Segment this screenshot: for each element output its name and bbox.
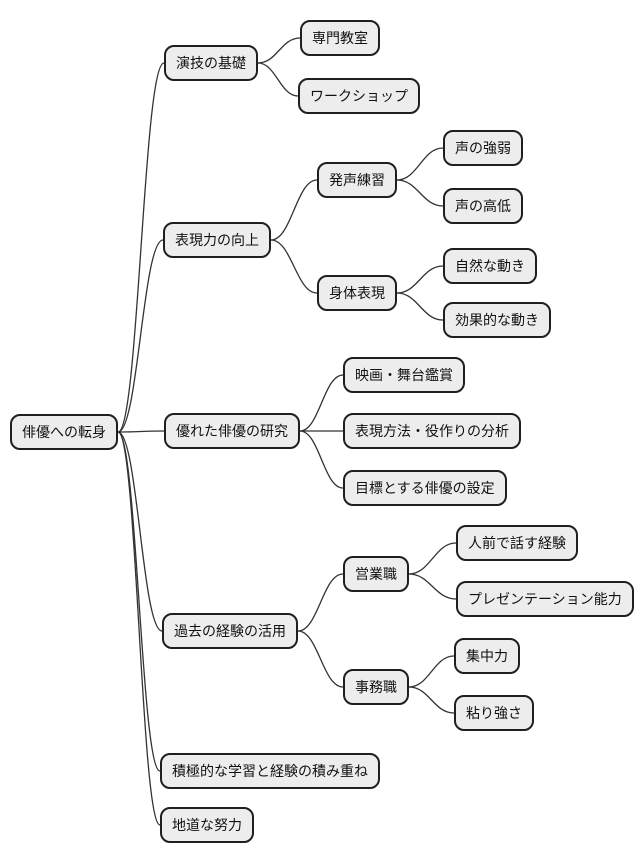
node-natural-movement[interactable]: 自然な動き bbox=[443, 248, 537, 284]
node-study-great-actors[interactable]: 優れた俳優の研究 bbox=[164, 413, 300, 449]
node-voice-dynamics[interactable]: 声の強弱 bbox=[443, 130, 523, 166]
node-target-actor-setting[interactable]: 目標とする俳優の設定 bbox=[343, 470, 507, 506]
node-expression-role-analysis[interactable]: 表現方法・役作りの分析 bbox=[343, 413, 521, 449]
node-voice-pitch[interactable]: 声の高低 bbox=[443, 188, 523, 224]
node-sales-job[interactable]: 営業職 bbox=[343, 556, 409, 592]
node-leverage-past-experience[interactable]: 過去の経験の活用 bbox=[162, 613, 298, 649]
node-physical-expression[interactable]: 身体表現 bbox=[317, 275, 397, 311]
node-active-learning-accumulation[interactable]: 積極的な学習と経験の積み重ね bbox=[160, 753, 380, 789]
node-public-speaking-experience[interactable]: 人前で話す経験 bbox=[456, 525, 578, 561]
node-film-stage-viewing[interactable]: 映画・舞台鑑賞 bbox=[343, 357, 465, 393]
node-vocal-practice[interactable]: 発声練習 bbox=[317, 162, 397, 198]
node-workshop[interactable]: ワークショップ bbox=[298, 78, 420, 114]
node-concentration[interactable]: 集中力 bbox=[454, 638, 520, 674]
node-persistence[interactable]: 粘り強さ bbox=[454, 695, 534, 731]
node-career-change-to-actor[interactable]: 俳優への転身 bbox=[10, 414, 118, 450]
node-presentation-skill[interactable]: プレゼンテーション能力 bbox=[456, 581, 634, 617]
node-steady-effort[interactable]: 地道な努力 bbox=[160, 807, 254, 843]
node-acting-basics[interactable]: 演技の基礎 bbox=[164, 45, 258, 81]
node-effective-movement[interactable]: 効果的な動き bbox=[443, 302, 551, 338]
node-office-job[interactable]: 事務職 bbox=[343, 669, 409, 705]
node-specialized-class[interactable]: 専門教室 bbox=[300, 20, 380, 56]
node-improve-expressiveness[interactable]: 表現力の向上 bbox=[163, 222, 271, 258]
